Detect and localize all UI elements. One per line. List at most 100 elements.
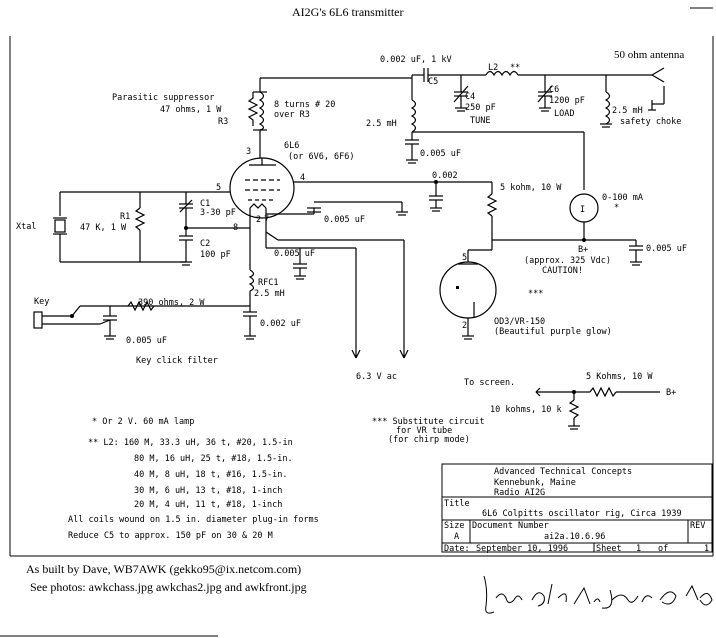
title-block (441, 463, 713, 553)
plate-choke-value: 2.5 mH (366, 119, 397, 129)
vr-note: *** (528, 289, 543, 299)
tb-sheet-value: 1 (636, 544, 641, 554)
signature (483, 575, 713, 614)
heater-key-circuit (33, 231, 409, 359)
bplus-label: B+ (578, 245, 588, 255)
tb-size-label: Size (444, 521, 464, 531)
r1-value: 47 K, 1 W (80, 223, 127, 233)
key-filter-label: Key click filter (136, 356, 218, 366)
pin-4: 4 (300, 173, 305, 183)
c2-value: 100 pF (200, 250, 231, 260)
plate-circuit (247, 75, 585, 190)
svg-text:I: I (580, 205, 585, 215)
pin-7: 7 (264, 215, 269, 225)
bplus-voltage: (approx. 325 Vdc) (524, 256, 611, 266)
tb-of-label: of (658, 544, 668, 554)
xtal-label: Xtal (16, 222, 36, 232)
parasitic-value: 47 ohms, 1 W (160, 105, 222, 115)
tube-substitutes: (or 6V6, 6F6) (288, 152, 355, 162)
plate-bypass-value: 0.005 uF (420, 149, 461, 159)
screen-bypass-value: 0.005 uF (324, 215, 365, 225)
turns-label: 8 turns # 20 (274, 100, 335, 110)
meter-note: * (614, 203, 619, 213)
r-10k-label: 10 kohms, 10 k (490, 405, 562, 415)
tb-docnum-label: Document Number (472, 521, 549, 531)
parasitic-label: Parasitic suppressor (112, 93, 214, 103)
r-5kohm-label: 5 kohm, 10 W (500, 183, 562, 193)
heater-bypass-value: 0.005 uF (274, 249, 315, 259)
r3-ref: R3 (218, 117, 228, 127)
rfc1-value: 2.5 mH (254, 289, 285, 299)
tube-6l6 (229, 157, 376, 232)
choke-function: safety choke (620, 117, 681, 127)
vr-pin-5: 5 (462, 253, 467, 263)
key-resistor-value: 390 ohms, 2 W (138, 298, 205, 308)
bplus-caution: CAUTION! (542, 266, 583, 276)
antenna-label: 50 ohm antenna (614, 49, 684, 61)
tb-date-label: Date: (444, 544, 470, 554)
coil-note-30: 30 M, 6 uH, 13 t, #18, 1-inch (134, 486, 282, 496)
coil-note-80: 80 M, 16 uH, 25 t, #18, 1.5-in. (134, 454, 293, 464)
rfc1-ref: RFC1 (258, 278, 278, 288)
vr-sub: (Beautiful purple glow) (494, 327, 612, 337)
r-5kohms-label: 5 Kohms, 10 W (586, 372, 653, 382)
key-cap2-value: 0.002 uF (260, 319, 301, 329)
coil-note-20: 20 M, 4 uH, 11 t, #18, 1-inch (134, 500, 282, 510)
tb-date-value: September 10, 1996 (476, 544, 568, 554)
bplus-bypass-value: 0.005 uF (646, 244, 687, 254)
tb-docnum-value: ai2a.10.6.96 (544, 532, 605, 542)
page-title: AI2G's 6L6 transmitter (292, 5, 403, 19)
reduce-c5-note: Reduce C5 to approx. 150 pF on 30 & 20 M (68, 531, 273, 541)
choke-value: 2.5 mH (612, 106, 643, 116)
substitute-divider (535, 386, 660, 430)
note-lamp: * Or 2 V. 60 mA lamp (92, 417, 194, 427)
pin-5: 5 (216, 183, 221, 193)
grid-circuit (53, 191, 408, 266)
c5-ref: C5 (428, 77, 438, 87)
meter-label: 0-100 mA (602, 193, 643, 203)
tb-title-label: Title (444, 499, 470, 509)
c2-ref: C2 (200, 239, 210, 249)
tb-title-value: 6L6 Colpitts oscillator rig, Circa 1939 (482, 509, 682, 519)
tb-sheet-label: Sheet (596, 544, 622, 554)
tb-company: Advanced Technical Concepts (494, 467, 632, 477)
pin-3: 3 (246, 147, 251, 157)
tb-of-value: 1 (704, 544, 709, 554)
tb-radio: Radio AI2G (494, 488, 545, 498)
c6-function: LOAD (554, 109, 574, 119)
substitute-note-3: (for chirp mode) (388, 435, 470, 445)
photos-credit: See photos: awkchass.jpg awkchas2.jpg an… (30, 580, 307, 594)
c1-value: 3-30 pF (200, 208, 236, 218)
l2-stars: ** (510, 63, 520, 73)
screen-cap-value: 0.002 (432, 171, 458, 181)
vr-name: OD3/VR-150 (494, 317, 545, 327)
schematic-frame (9, 7, 714, 557)
heater-label: 6.3 V ac (356, 372, 397, 382)
tube-name: 6L6 (284, 141, 299, 151)
c6-value: 1200 pF (549, 96, 585, 106)
vr-pin-2: 2 (462, 321, 467, 331)
coil-note-40: 40 M, 8 uH, 18 t, #16, 1.5-in. (134, 470, 288, 480)
c4-ref: C4 (465, 92, 475, 102)
l2-ref: L2 (488, 63, 498, 73)
c5-value: 0.002 uF, 1 kV (380, 55, 452, 65)
tb-size-value: A (454, 532, 459, 542)
coil-note-160: ** L2: 160 M, 33.3 uH, 36 t, #20, 1.5-in (88, 438, 293, 448)
key-label: Key (34, 297, 49, 307)
vr-tube (439, 240, 497, 340)
bplus-right-label: B+ (666, 388, 676, 398)
built-by-credit: As built by Dave, WB7AWK (gekko95@ix.net… (26, 562, 301, 576)
pin-2-tube: 2 (256, 215, 261, 225)
screen-network: I (376, 180, 643, 266)
turns-sub: over R3 (274, 110, 310, 120)
c6-ref: C6 (549, 85, 559, 95)
c4-value: 250 pF (465, 103, 496, 113)
tb-city: Kennebunk, Maine (494, 478, 576, 488)
tb-rev-label: REV (690, 521, 705, 531)
key-cap-value: 0.005 uF (126, 336, 167, 346)
substitute-note-2: for VR tube (396, 426, 452, 436)
substitute-note: *** Substitute circuit (372, 417, 485, 427)
c1-ref: C1 (200, 199, 210, 209)
output-network (412, 67, 665, 128)
